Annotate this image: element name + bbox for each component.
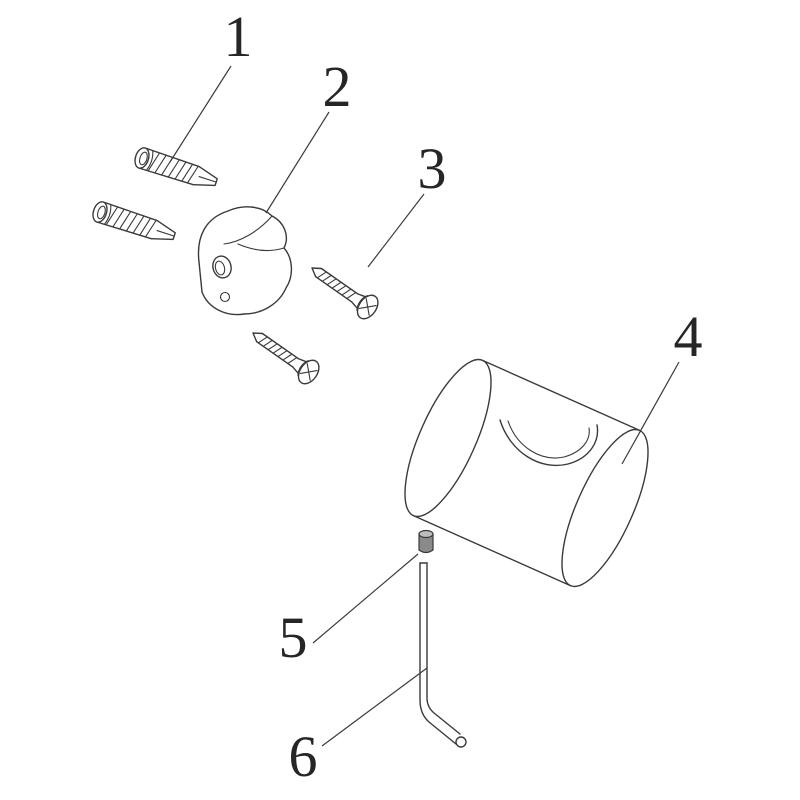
callout-5: 5 — [279, 553, 419, 670]
hex-key-icon — [419, 562, 467, 748]
callout-4-label: 4 — [674, 304, 703, 369]
screw-lower-icon — [252, 332, 320, 385]
callout-1-leader-line — [169, 65, 232, 163]
callout-3-leader-line — [367, 193, 425, 268]
callout-4: 4 — [621, 304, 703, 465]
hook-cylinder-icon — [404, 358, 649, 588]
wall-anchor-upper-icon — [134, 147, 218, 187]
callout-6-leader-line — [321, 667, 428, 747]
callout-1-label: 1 — [224, 4, 253, 69]
callout-2-label: 2 — [323, 54, 352, 119]
callout-6: 6 — [289, 667, 428, 789]
callout-1: 1 — [169, 4, 253, 163]
mounting-bracket-icon — [197, 206, 293, 316]
set-screw-icon — [418, 529, 434, 554]
callout-5-label: 5 — [279, 605, 308, 670]
callout-3-label: 3 — [418, 136, 447, 201]
wall-anchor-lower-icon — [92, 201, 176, 241]
callout-5-leader-line — [312, 553, 419, 644]
callout-6-label: 6 — [289, 724, 318, 789]
callout-3: 3 — [367, 136, 447, 268]
callout-4-leader-line — [621, 361, 680, 465]
callout-2: 2 — [265, 54, 352, 214]
screw-upper-icon — [311, 267, 379, 320]
callout-2-leader-line — [265, 111, 330, 214]
